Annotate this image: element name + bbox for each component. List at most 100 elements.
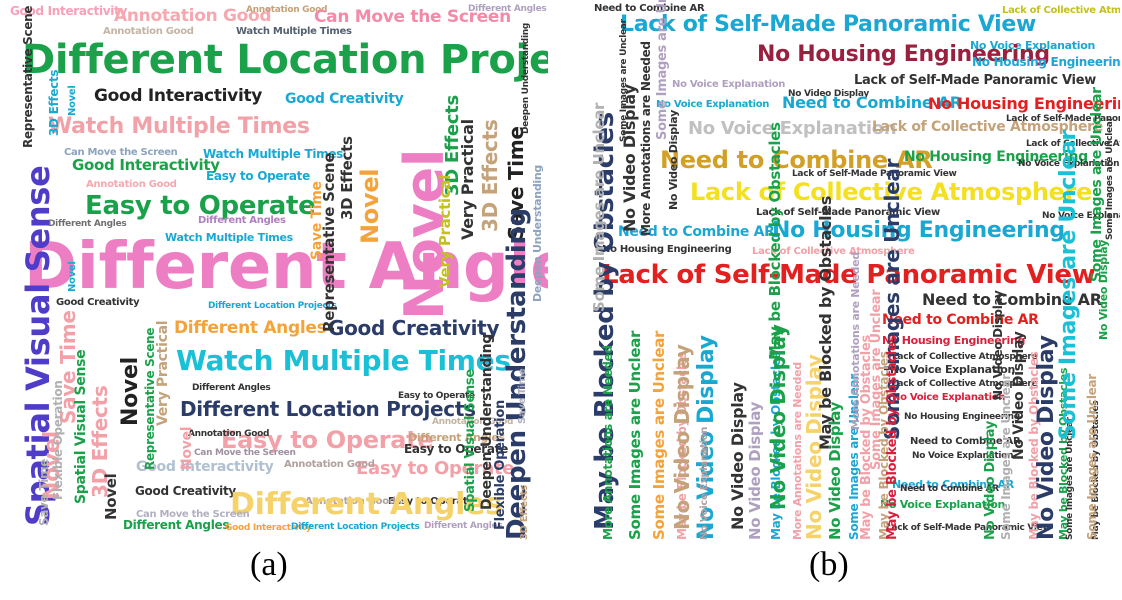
- cloud-word: Can Move the Screen: [194, 448, 296, 458]
- cloud-word: Different Location Projects: [291, 522, 420, 532]
- cloud-word: Watch Multiple Times: [236, 26, 352, 37]
- cloud-word: No Voice Explanation: [912, 451, 1014, 461]
- cloud-word: Different Angles: [174, 318, 327, 338]
- cloud-word: Novel: [102, 473, 120, 520]
- cloud-word: Easy to Operate: [356, 458, 515, 479]
- cloud-word: Lack of Collective Atmosphere: [752, 246, 915, 257]
- cloud-word: Very Practical: [458, 119, 477, 240]
- cloud-word: No Housing Engineering: [882, 334, 1026, 347]
- cloud-word: Need to Combine AR: [910, 436, 1021, 447]
- cloud-word: No Housing Engineering: [928, 94, 1120, 113]
- cloud-word: Some Images are Unclear: [626, 330, 644, 540]
- cloud-word: Deepen Understanding: [531, 165, 544, 302]
- cloud-word: Good Interactivity: [72, 156, 220, 174]
- cloud-word: Good Creativity: [328, 316, 500, 340]
- cloud-word: Different Location Projects: [22, 37, 548, 83]
- cloud-word: Need to Combine AR: [900, 484, 999, 494]
- cloud-word: Novel: [356, 168, 384, 244]
- cloud-word: Lack of Self-Made Panoramic View: [854, 73, 1096, 88]
- cloud-word: More Annotations are Needed: [639, 41, 653, 236]
- cloud-word: Annotation Good: [188, 429, 270, 439]
- cloud-word: Need to Combine AR: [660, 146, 933, 174]
- cloud-word: Different Location Projects: [208, 301, 337, 311]
- cloud-word: Easy to Operate: [206, 169, 310, 183]
- cloud-word: No Housing Engineering: [904, 149, 1088, 165]
- cloud-word: No Voice Explanation: [890, 363, 1015, 376]
- cloud-word: Annotation Good: [86, 179, 177, 190]
- cloud-word: Save Time: [309, 181, 325, 260]
- cloud-word: Save Time: [37, 458, 51, 526]
- cloud-word: Deepen Understanding: [521, 23, 531, 134]
- cloud-word: Different Angles: [48, 219, 127, 229]
- cloud-word: Need to Combine AR: [782, 93, 962, 112]
- cloud-word: Different Angles: [198, 215, 286, 226]
- cloud-word: Different Angles: [192, 383, 271, 393]
- cloud-word: Some Images are Unclear: [1089, 87, 1105, 282]
- cloud-word: No Voice Explanation: [892, 392, 1006, 403]
- cloud-word: Novel: [67, 261, 78, 292]
- cloud-word: No Video Display: [983, 421, 998, 540]
- caption-a: (a): [250, 546, 288, 583]
- cloud-word: Annotation Good: [246, 5, 328, 15]
- cloud-word: No Housing Engineering: [972, 55, 1120, 69]
- cloud-word: No Video Display: [728, 382, 747, 530]
- cloud-word: Watch Multiple Times: [48, 114, 310, 139]
- cloud-word: 3D Effects: [47, 69, 61, 136]
- cloud-word: Some Images are Unclear: [650, 330, 668, 540]
- cloud-word: Need to Combine AR: [618, 224, 775, 240]
- cloud-word: Novel: [179, 426, 195, 470]
- cloud-word: Annotation Good: [114, 6, 272, 26]
- cloud-word: No Voice Explanation: [656, 99, 770, 110]
- cloud-word: Need to Combine AR: [922, 290, 1102, 309]
- cloud-word: No Video Display: [826, 401, 844, 540]
- cloud-word: Can Move the Screen: [314, 7, 511, 27]
- cloud-word: Annotation Good: [305, 496, 396, 507]
- cloud-word: No Voice Explanation: [1018, 159, 1120, 169]
- cloud-word: Easy to Operate: [85, 191, 316, 221]
- cloud-word: Good Interactivity: [136, 459, 274, 475]
- cloud-word: Some Images are Unclear: [1105, 117, 1115, 240]
- caption-b: (b): [809, 546, 849, 583]
- cloud-word: No Housing Engineering: [757, 42, 1050, 67]
- cloud-word: Different Angles: [424, 521, 503, 531]
- cloud-word: Lack of Self-Made Panoramic View: [1006, 114, 1120, 124]
- cloud-word: Representative Scene: [21, 5, 35, 148]
- cloud-word: Save Time: [517, 368, 528, 424]
- cloud-word: No Video Display: [667, 110, 680, 210]
- cloud-word: Lack of Self-Made Panoramic View: [620, 12, 1037, 37]
- cloud-word: Spatial Visual Sense: [73, 349, 89, 504]
- cloud-word: Very Practical: [436, 174, 454, 288]
- cloud-word: Very Practical: [155, 320, 171, 426]
- cloud-word: 3D Effects: [519, 485, 530, 540]
- cloud-word: Some Images are Unclear: [1056, 130, 1081, 440]
- cloud-word: Flexible Operation: [51, 380, 65, 500]
- cloud-word: Novel: [118, 357, 143, 426]
- cloud-word: Need to Combine AR: [882, 312, 1039, 328]
- cloud-word: Different Angles: [123, 518, 230, 532]
- cloud-word: Can Move the Screen: [64, 147, 178, 158]
- cloud-word: Need to Combine AR: [594, 3, 705, 14]
- cloud-word: Different Angles: [230, 487, 503, 522]
- cloud-word: No Voice Explanation: [970, 39, 1095, 52]
- cloud-word: Easy to Operate: [404, 442, 508, 456]
- cloud-word: Novel: [67, 85, 78, 116]
- cloud-word: Easy to Operate: [398, 391, 475, 401]
- cloud-word: Annotation Good: [103, 26, 194, 37]
- cloud-word: No Voice Explanation: [1042, 211, 1120, 221]
- cloud-word: Lack of Self-Made Panoramic View: [602, 260, 1096, 290]
- cloud-word: Lack of Collective Atmosphere: [892, 352, 1038, 362]
- cloud-word: Lack of Self-Made Panoramic View: [886, 523, 1051, 533]
- cloud-word: Lack of Self-Made Panoramic View: [756, 207, 940, 218]
- cloud-word: Different Angles: [408, 431, 505, 444]
- cloud-word: No Video Display: [746, 401, 764, 540]
- cloud-word: Good Interactivity: [94, 86, 263, 106]
- cloud-word: Some Images are Unclear: [1085, 374, 1099, 540]
- cloud-word: Can Move the Screen: [136, 509, 250, 520]
- cloud-word: Lack of Collective Atmosphere: [690, 178, 1093, 206]
- cloud-word: Different Angles: [468, 4, 547, 14]
- cloud-word: 3D Effects: [478, 119, 502, 232]
- cloud-word: Need to Combine AR: [892, 478, 1014, 491]
- cloud-word: Lack of Self-Made Panoramic View: [792, 169, 957, 179]
- cloud-word: May be Blocked by Obstacles: [766, 122, 784, 360]
- cloud-word: No Video Display: [788, 89, 869, 99]
